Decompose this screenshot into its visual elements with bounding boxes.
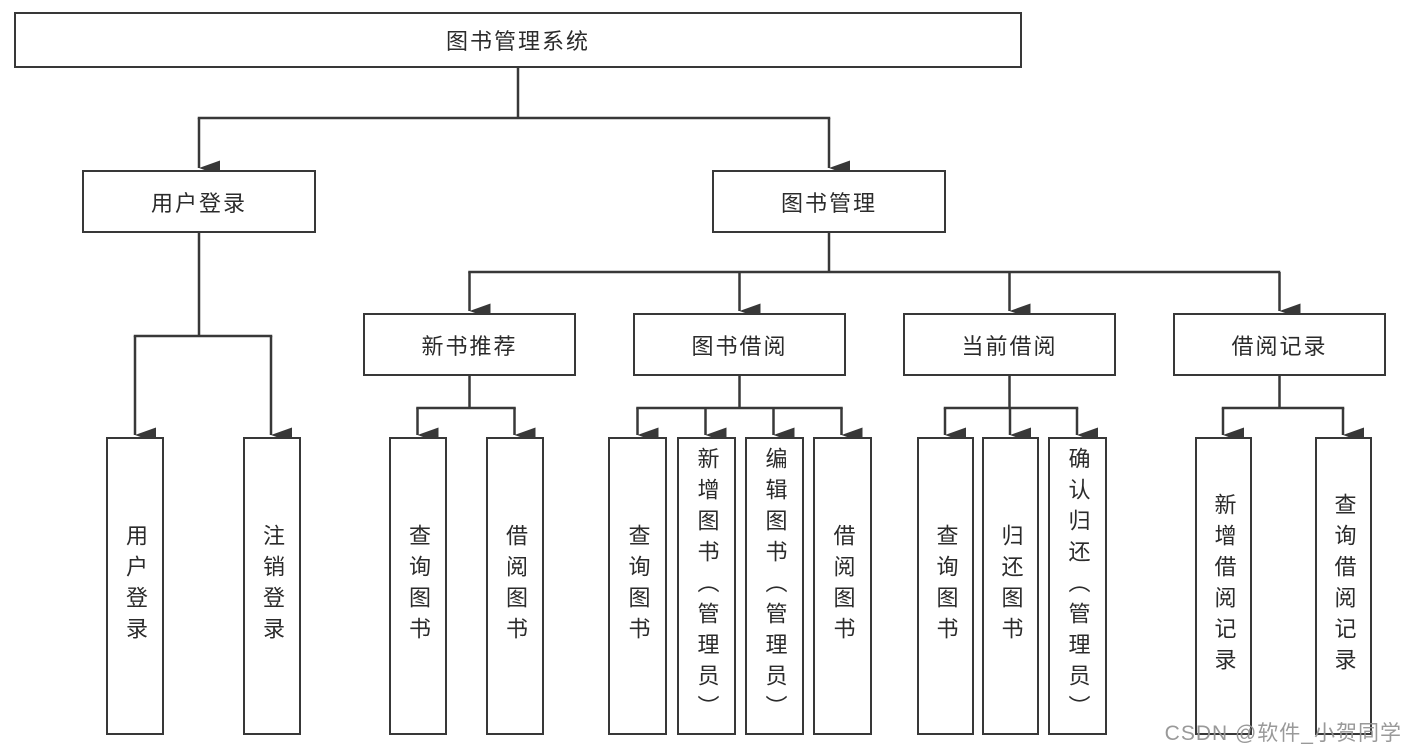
node-borrow-records: 借阅记录 [1173, 313, 1386, 376]
node-leaf-user-login: 用户登录 [106, 437, 164, 735]
node-leaf-query-book-new: 查询图书 [389, 437, 447, 735]
node-leaf-add-borrow-record: 新增借阅记录 [1195, 437, 1252, 735]
node-book-management: 图书管理 [712, 170, 946, 233]
node-leaf-confirm-return-admin: 确认归还（管理员） [1048, 437, 1107, 735]
node-root: 图书管理系统 [14, 12, 1022, 68]
node-new-book-recommend: 新书推荐 [363, 313, 576, 376]
node-leaf-borrow-book-new: 借阅图书 [486, 437, 544, 735]
connector-arrows [133, 118, 1364, 443]
node-leaf-edit-book-admin: 编辑图书（管理员） [745, 437, 804, 735]
node-leaf-query-book-borrow: 查询图书 [608, 437, 667, 735]
node-current-borrow: 当前借阅 [903, 313, 1116, 376]
node-leaf-logout: 注销登录 [243, 437, 301, 735]
csdn-watermark: CSDN @软件_小贺同学 [1164, 722, 1402, 745]
node-leaf-query-book-current: 查询图书 [917, 437, 974, 735]
node-book-borrow: 图书借阅 [633, 313, 846, 376]
node-user-login: 用户登录 [82, 170, 316, 233]
node-leaf-return-book: 归还图书 [982, 437, 1039, 735]
node-leaf-query-borrow-record: 查询借阅记录 [1315, 437, 1372, 735]
node-leaf-add-book-admin: 新增图书（管理员） [677, 437, 736, 735]
node-leaf-borrow-book-borrow: 借阅图书 [813, 437, 872, 735]
